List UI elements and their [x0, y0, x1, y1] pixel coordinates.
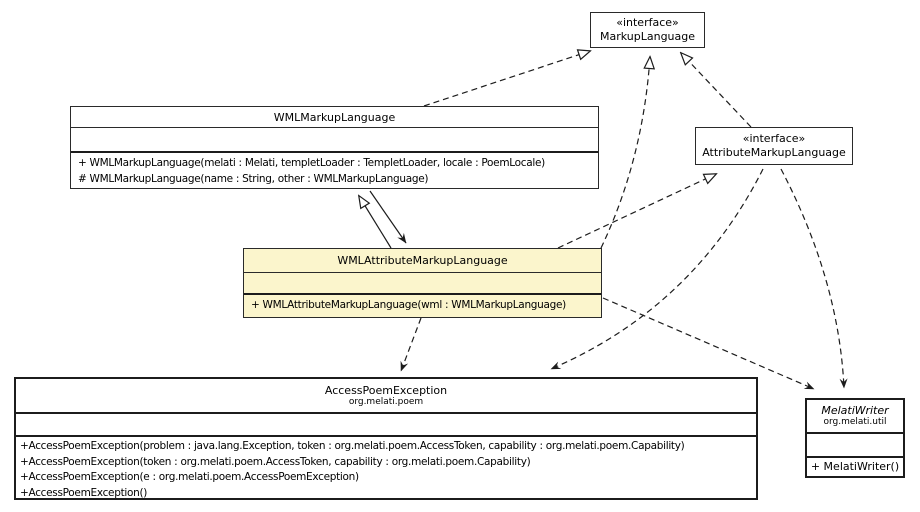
methods-compartment: + WMLMarkupLanguage(melati : Melati, tem… — [71, 151, 598, 191]
edge-realization-aml-to-ml — [681, 53, 752, 128]
methods-compartment: + WMLAttributeMarkupLanguage(wml : WMLMa… — [244, 293, 601, 322]
class-title: WMLAttributeMarkupLanguage — [244, 249, 601, 272]
package-label: org.melati.poem — [348, 396, 424, 407]
edge-realization-wmlaml-to-aml — [557, 174, 716, 249]
class-name: AccessPoemException — [324, 383, 448, 397]
class-name: MelatiWriter — [821, 404, 889, 417]
method: +AccessPoemException(e : org.melati.poem… — [20, 471, 359, 483]
method: + MelatiWriter() — [810, 460, 900, 473]
edge-dependency-wmlaml-to-ape — [400, 317, 422, 372]
methods-compartment: + MelatiWriter() — [807, 456, 903, 478]
edge-realization-wmlml-to-ml — [423, 51, 590, 107]
attributes-compartment — [807, 432, 903, 456]
method: +AccessPoemException() — [20, 486, 148, 499]
class-melatiwriter[interactable]: MelatiWriter org.melati.util + MelatiWri… — [805, 398, 905, 478]
class-name: MarkupLanguage — [599, 30, 696, 43]
edge-dependency-aml-to-mw — [780, 168, 848, 389]
method: + WMLAttributeMarkupLanguage(wml : WMLMa… — [251, 299, 566, 311]
class-wmlattributemarkuplanguage[interactable]: WMLAttributeMarkupLanguage + WMLAttribut… — [243, 248, 602, 318]
class-name: WMLMarkupLanguage — [273, 110, 396, 124]
class-attributemarkuplanguage[interactable]: «interface» AttributeMarkupLanguage — [695, 127, 853, 165]
class-title: WMLMarkupLanguage — [71, 107, 598, 127]
attributes-compartment — [71, 127, 598, 151]
package-label: org.melati.util — [823, 417, 887, 427]
method: +AccessPoemException(token : org.melati.… — [20, 455, 531, 468]
class-wmlmarkuplanguage[interactable]: WMLMarkupLanguage + WMLMarkupLanguage(me… — [70, 106, 599, 189]
stereotype-label: «interface» — [742, 132, 806, 145]
class-title: AccessPoemException org.melati.poem — [16, 379, 756, 412]
method: # WMLMarkupLanguage(name : String, other… — [78, 173, 429, 185]
edge-realization-wmlaml-to-ml — [600, 57, 650, 249]
class-name: WMLAttributeMarkupLanguage — [337, 254, 508, 267]
methods-compartment: +AccessPoemException(problem : java.lang… — [16, 435, 756, 500]
stereotype-label: «interface» — [616, 16, 679, 29]
attributes-compartment — [244, 272, 601, 293]
method: +AccessPoemException(problem : java.lang… — [20, 440, 685, 452]
edge-dependency-wmlaml-to-mw — [602, 297, 815, 390]
class-markuplanguage[interactable]: «interface» MarkupLanguage — [590, 12, 705, 48]
class-accesspoemexception[interactable]: AccessPoemException org.melati.poem +Acc… — [14, 377, 758, 500]
class-title: MelatiWriter org.melati.util — [807, 400, 903, 432]
method: + WMLMarkupLanguage(melati : Melati, tem… — [78, 157, 545, 169]
edge-generalization-wmlaml-to-wmlml — [359, 196, 392, 249]
edge-association-wmlml-to-wmlaml — [369, 190, 407, 244]
class-name: AttributeMarkupLanguage — [702, 146, 846, 159]
attributes-compartment — [16, 412, 756, 435]
